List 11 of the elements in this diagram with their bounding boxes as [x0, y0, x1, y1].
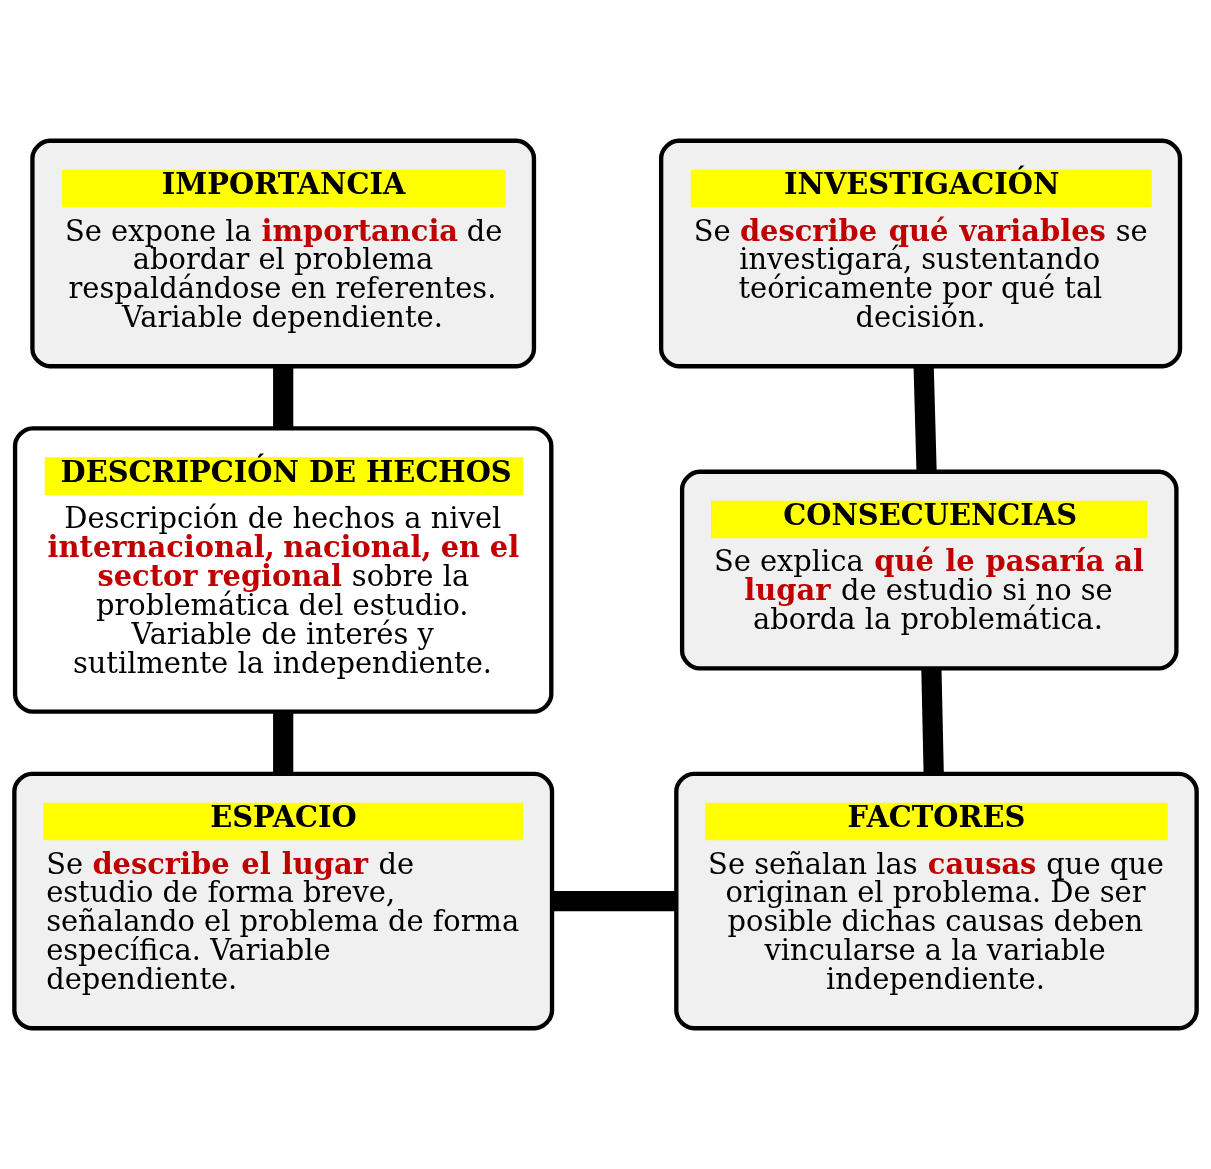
node-box: INVESTIGACIÓN Se describe qué variables se investigará, sustentando teóricamente por qué tal decisión.	[659, 138, 1183, 369]
connector	[273, 712, 294, 774]
node-box: FACTORES Se señalan las causas que que originan el problema. De ser posible dichas causas deben vincularse a la variable independiente.	[674, 771, 1199, 1031]
node-box: DESCRIPCIÓN DE HECHOS Descripción de hechos a nivel internacional, nacional, en el sector regional sobre la problemática del estudio. Variable de interés y sutilmente la independiente.	[12, 426, 554, 714]
connector	[273, 366, 294, 428]
connector	[921, 668, 944, 774]
connector	[913, 366, 937, 472]
node-box: IMPORTANCIA Se expone la importancia de abordar el problema respaldándose en referentes. Variable dependiente.	[30, 138, 537, 369]
node-box: CONSECUENCIAS Se explica qué le pasaría al lugar de estudio si no se aborda la problemática.	[679, 469, 1179, 671]
node-box: ESPACIO Se describe el lugar de estudio de forma breve, señalando el problema de forma específica. Variable dependiente.	[12, 771, 555, 1031]
connector	[552, 890, 677, 912]
